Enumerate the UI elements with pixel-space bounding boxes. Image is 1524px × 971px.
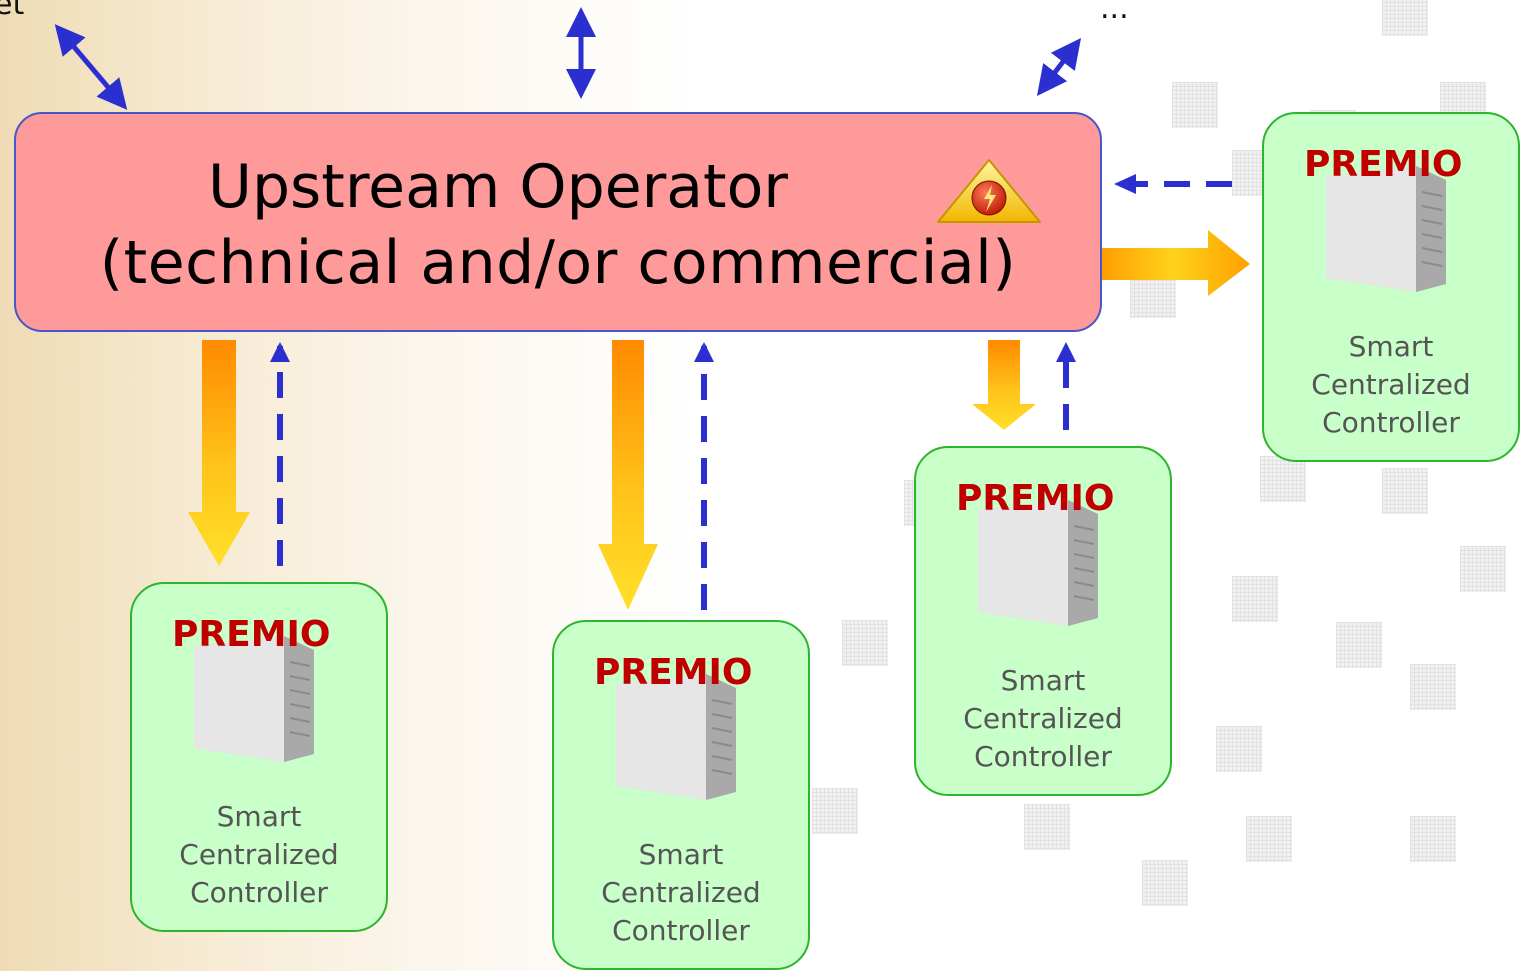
feedback-arrowhead-4 [1114,174,1136,194]
decor-square [842,620,888,666]
command-arrow-controller-2 [598,340,658,610]
feedback-arrowhead-2 [694,342,714,362]
controller-label: Smart Centralized Controller [1311,330,1471,439]
premio-brand-label: PREMIO [594,652,753,693]
controller-label: Smart Centralized Controller [601,838,761,947]
command-arrow-controller-4 [1096,230,1250,296]
top-left-label: et [0,0,25,22]
server-tower-icon [184,624,324,768]
server-tower-icon [968,488,1108,632]
controller-node-4: PREMIO Smart Centralized Controller [1262,112,1520,462]
operator-title: Upstream Operator [208,152,788,222]
link-arrow-left [54,24,128,110]
decor-square [1336,622,1382,668]
operator-subtitle: (technical and/or commercial) [99,228,1017,298]
server-tower-icon [606,662,746,806]
feedback-arrowhead-3 [1056,342,1076,362]
decor-square [1216,726,1262,772]
decor-square [1142,860,1188,906]
controller-node-1: PREMIO Smart Centralized Controller [130,582,388,932]
link-arrow-right [1036,38,1082,96]
command-arrow-controller-3 [972,340,1036,430]
decor-square [1382,468,1428,514]
decor-square [1232,576,1278,622]
decor-square [1410,664,1456,710]
upstream-operator-box: Upstream Operator (technical and/or comm… [14,112,1102,332]
controller-node-3: PREMIO Smart Centralized Controller [914,446,1172,796]
top-right-ellipsis: ... [1100,0,1129,26]
decor-square [1260,456,1306,502]
feedback-arrowhead-1 [270,342,290,362]
decor-square [1246,816,1292,862]
controller-node-2: PREMIO Smart Centralized Controller [552,620,810,970]
decor-square [1024,804,1070,850]
decor-square [1172,82,1218,128]
server-tower-icon [1316,154,1456,298]
decor-square [1410,816,1456,862]
premio-brand-label: PREMIO [172,614,331,655]
premio-brand-label: PREMIO [956,478,1115,519]
warning-lightning-icon [934,158,1044,230]
controller-label: Smart Centralized Controller [963,664,1123,773]
controller-label: Smart Centralized Controller [179,800,339,909]
decor-square [1382,0,1428,36]
command-arrow-controller-1 [188,340,250,566]
decor-square [1460,546,1506,592]
decor-square [812,788,858,834]
premio-brand-label: PREMIO [1304,144,1463,185]
